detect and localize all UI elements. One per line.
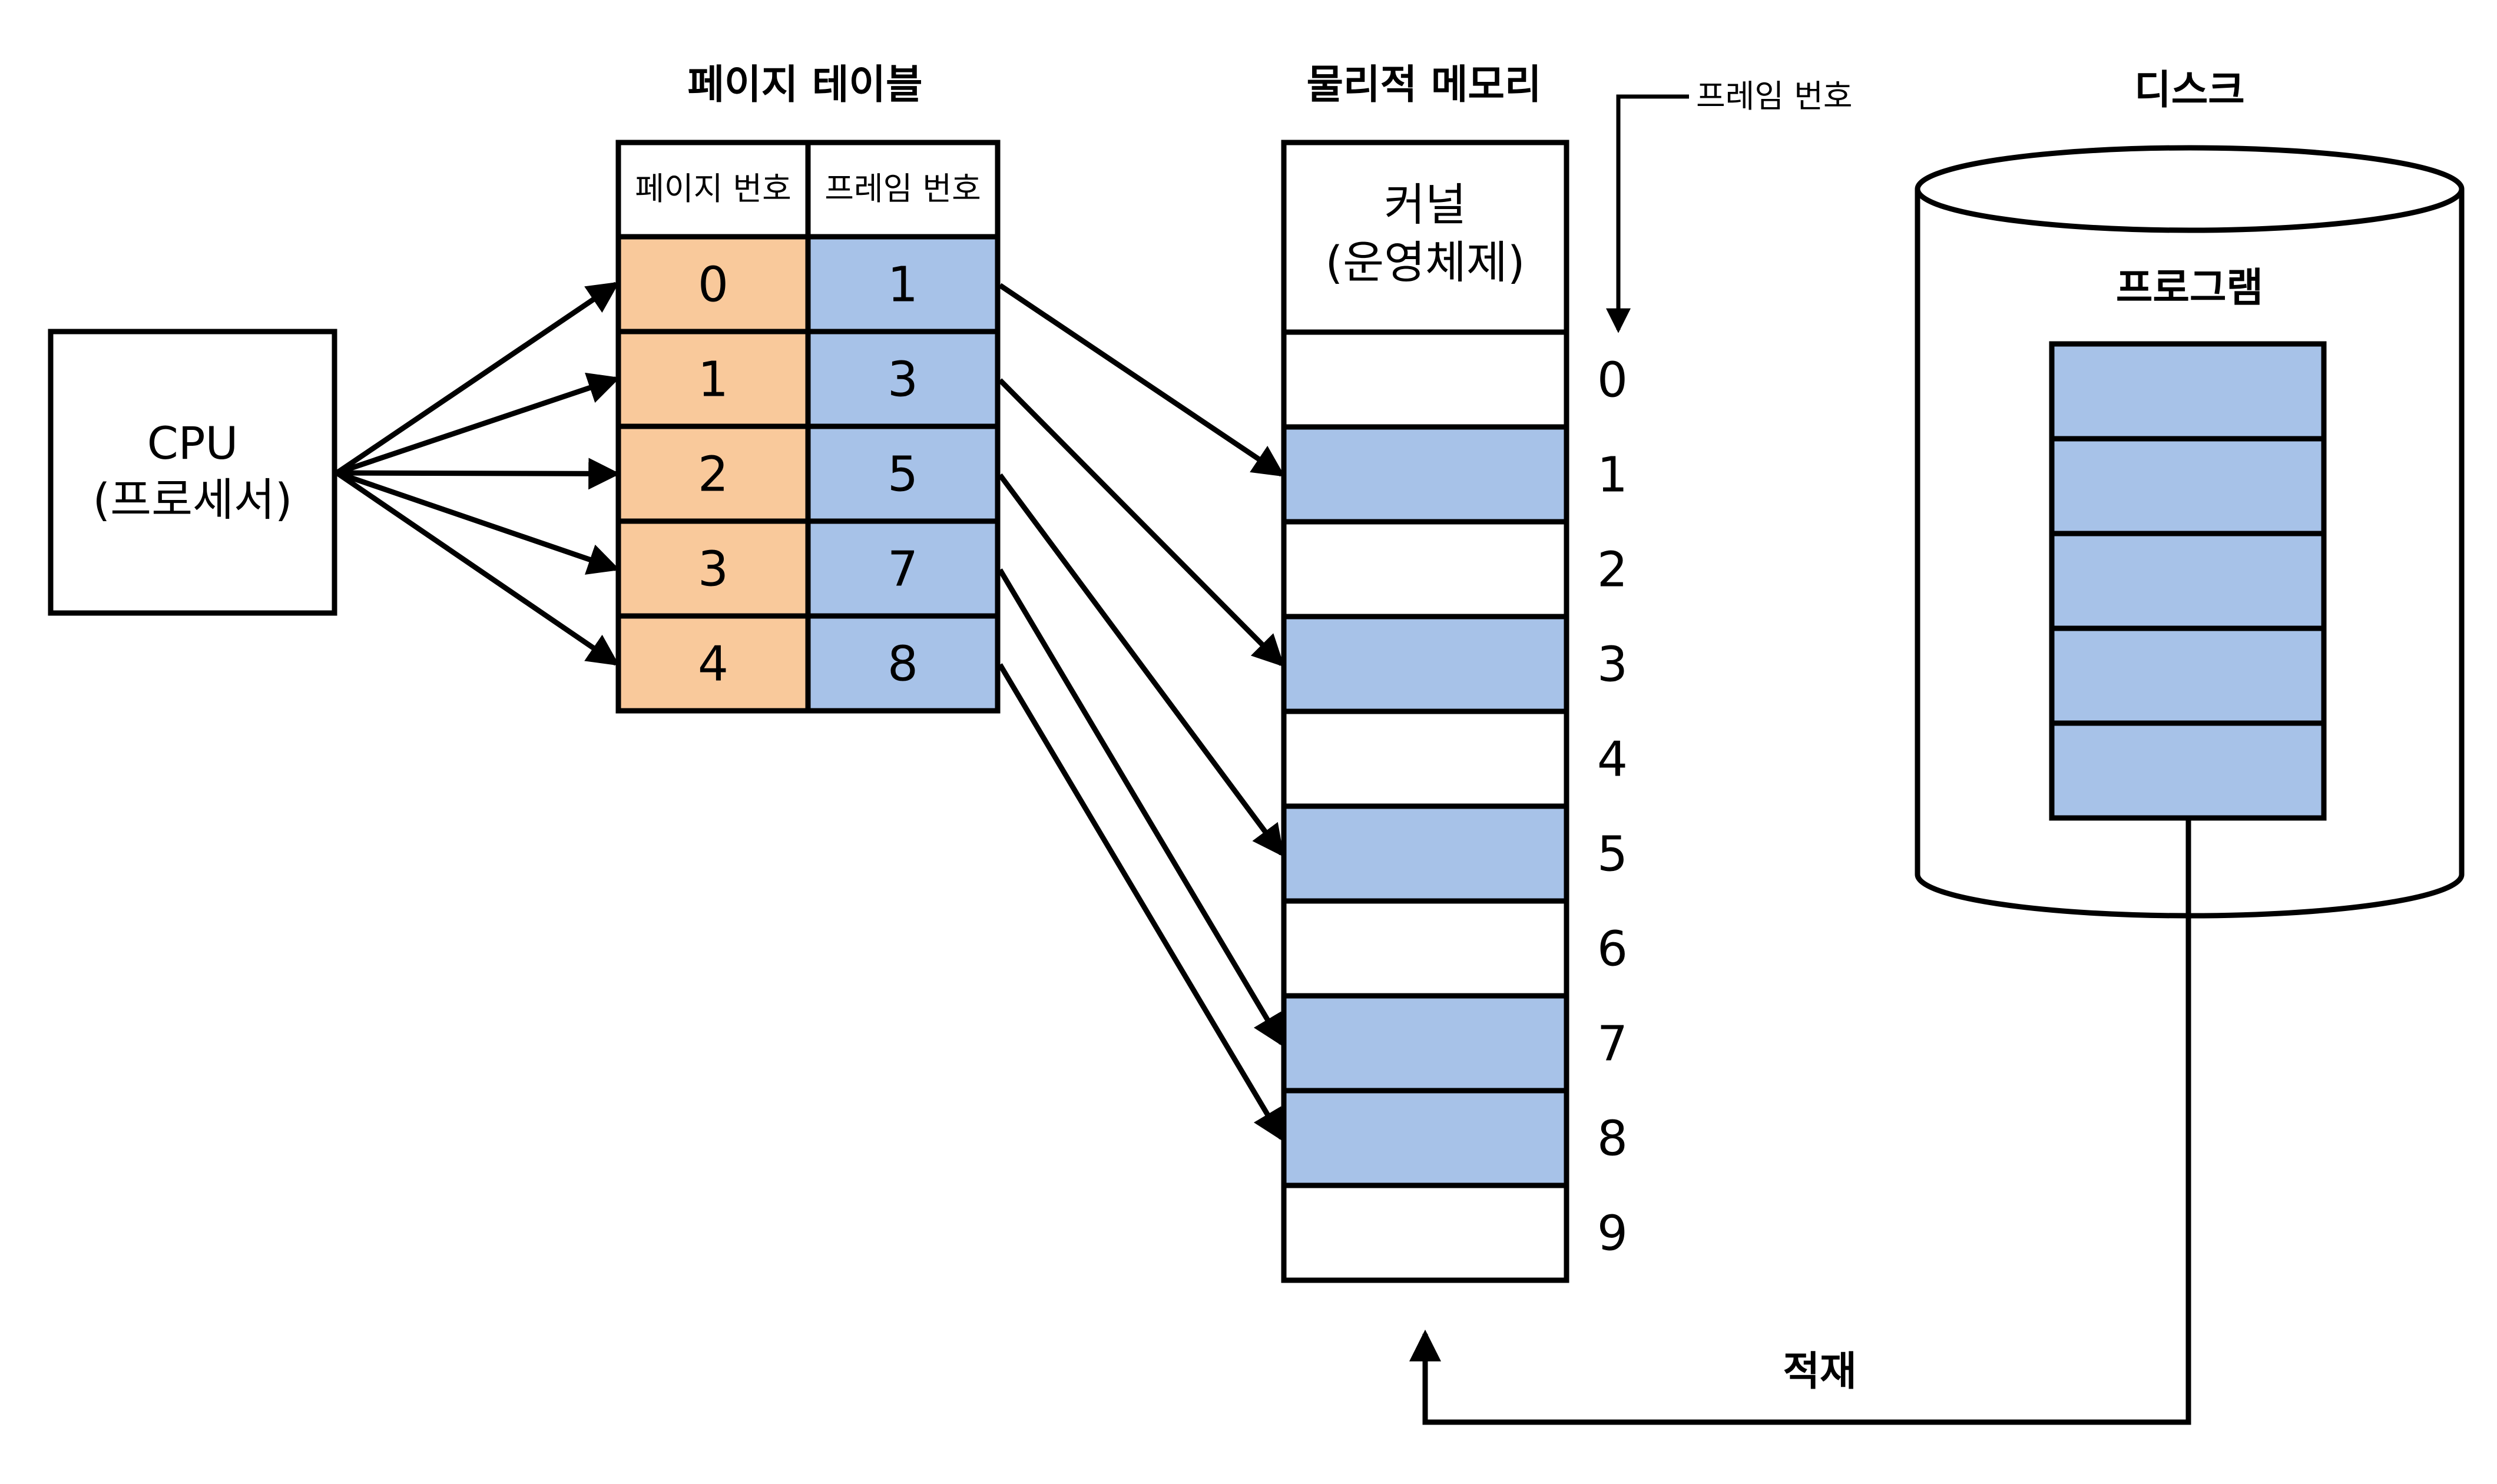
frame-number-value: 5 xyxy=(887,447,918,503)
frame-number-value: 3 xyxy=(887,352,918,408)
memory-frames xyxy=(1281,329,1569,1283)
frame-number-cell xyxy=(805,613,1001,714)
header-frame-number: 프레임 번호 xyxy=(824,170,981,207)
frame-number: 9 xyxy=(1597,1206,1628,1262)
header-page-number: 페이지 번호 xyxy=(635,170,792,207)
load-label: 적재 xyxy=(1783,1349,1856,1395)
cpu-box: CPU (프로세서) xyxy=(48,329,337,616)
program-block xyxy=(2049,720,2327,821)
page-table-rows: 0 1 1 3 2 5 3 7 4 8 xyxy=(615,234,1001,714)
cpu-to-page-table-arrows xyxy=(335,281,621,666)
frame-number-label: 프레임 번호 xyxy=(1696,78,1853,115)
load-arrow xyxy=(1409,819,2191,1425)
mapping-arrow xyxy=(998,663,1284,1142)
mapping-arrow xyxy=(998,568,1284,1047)
memory-frame xyxy=(1281,708,1569,809)
memory-title: 물리적 메모리 xyxy=(1306,62,1541,108)
page-number-value: 3 xyxy=(698,542,728,598)
cpu-sublabel: (프로세서) xyxy=(93,473,293,526)
page-to-frame-arrows xyxy=(998,283,1285,1142)
frame-number-cell xyxy=(805,518,1001,619)
frame-number: 4 xyxy=(1597,732,1628,788)
frame-number: 7 xyxy=(1597,1016,1628,1072)
frame-number-annotation: 프레임 번호 xyxy=(1606,78,1853,333)
cpu-arrow xyxy=(336,470,620,575)
frame-number: 0 xyxy=(1597,353,1628,409)
cpu-arrow xyxy=(336,372,620,476)
page-number-cell xyxy=(615,613,811,714)
frame-number: 5 xyxy=(1597,827,1628,883)
memory-frame xyxy=(1281,329,1569,430)
kernel-label: 커널 xyxy=(1384,178,1466,231)
memory-frame xyxy=(1281,993,1569,1094)
cpu-label: CPU xyxy=(147,417,239,469)
memory-frame xyxy=(1281,1182,1569,1283)
program-blocks xyxy=(2049,341,2327,821)
disk: 디스크 프로그램 xyxy=(1915,67,2465,919)
memory-frame xyxy=(1281,803,1569,904)
program-block xyxy=(2049,436,2327,536)
frame-number: 6 xyxy=(1597,922,1628,978)
page-number-value: 2 xyxy=(698,447,728,503)
memory-frame xyxy=(1281,898,1569,999)
kernel-sublabel: (운영체제) xyxy=(1326,236,1525,289)
frame-number-value: 1 xyxy=(887,257,918,313)
page-table: 페이지 테이블 페이지 번호 프레임 번호 0 1 1 3 2 5 3 7 4 8 xyxy=(615,62,1001,714)
cpu-arrow xyxy=(336,458,621,490)
frame-number: 3 xyxy=(1597,637,1628,693)
frame-number-pointer-arrow xyxy=(1606,94,1689,333)
page-number-cell xyxy=(615,234,811,334)
disk-cylinder-top xyxy=(1915,145,2465,233)
frame-number-column: 0 1 2 3 4 5 6 7 8 9 xyxy=(1597,353,1628,1262)
cpu-arrow xyxy=(335,281,620,475)
mapping-arrow xyxy=(998,473,1284,857)
program-block xyxy=(2049,341,2327,442)
program-block xyxy=(2049,625,2327,726)
program-block xyxy=(2049,531,2327,631)
program-label: 프로그램 xyxy=(2116,265,2263,312)
mapping-arrow xyxy=(998,283,1285,477)
frame-number: 8 xyxy=(1597,1111,1628,1167)
disk-title: 디스크 xyxy=(2134,67,2245,114)
load-path: 적재 xyxy=(1409,819,2191,1425)
page-number-value: 1 xyxy=(698,352,728,408)
memory-frame xyxy=(1281,424,1569,525)
kernel-block xyxy=(1281,140,1569,335)
cpu-arrow xyxy=(335,471,620,666)
frame-number-cell xyxy=(805,329,1001,429)
frame-number: 2 xyxy=(1597,542,1628,598)
memory-frame xyxy=(1281,519,1569,620)
frame-number-value: 7 xyxy=(887,542,918,598)
frame-number-cell xyxy=(805,423,1001,524)
page-number-value: 0 xyxy=(698,257,728,313)
frame-number: 1 xyxy=(1597,448,1628,504)
physical-memory: 물리적 메모리 커널 (운영체제) 0 1 2 3 4 5 6 7 8 9 프레임 번호 xyxy=(1281,62,1853,1283)
page-table-title: 페이지 테이블 xyxy=(687,62,922,108)
mapping-arrow xyxy=(998,378,1285,667)
page-number-value: 4 xyxy=(698,637,728,693)
frame-number-value: 8 xyxy=(887,637,918,693)
memory-frame xyxy=(1281,1088,1569,1188)
memory-frame xyxy=(1281,614,1569,714)
